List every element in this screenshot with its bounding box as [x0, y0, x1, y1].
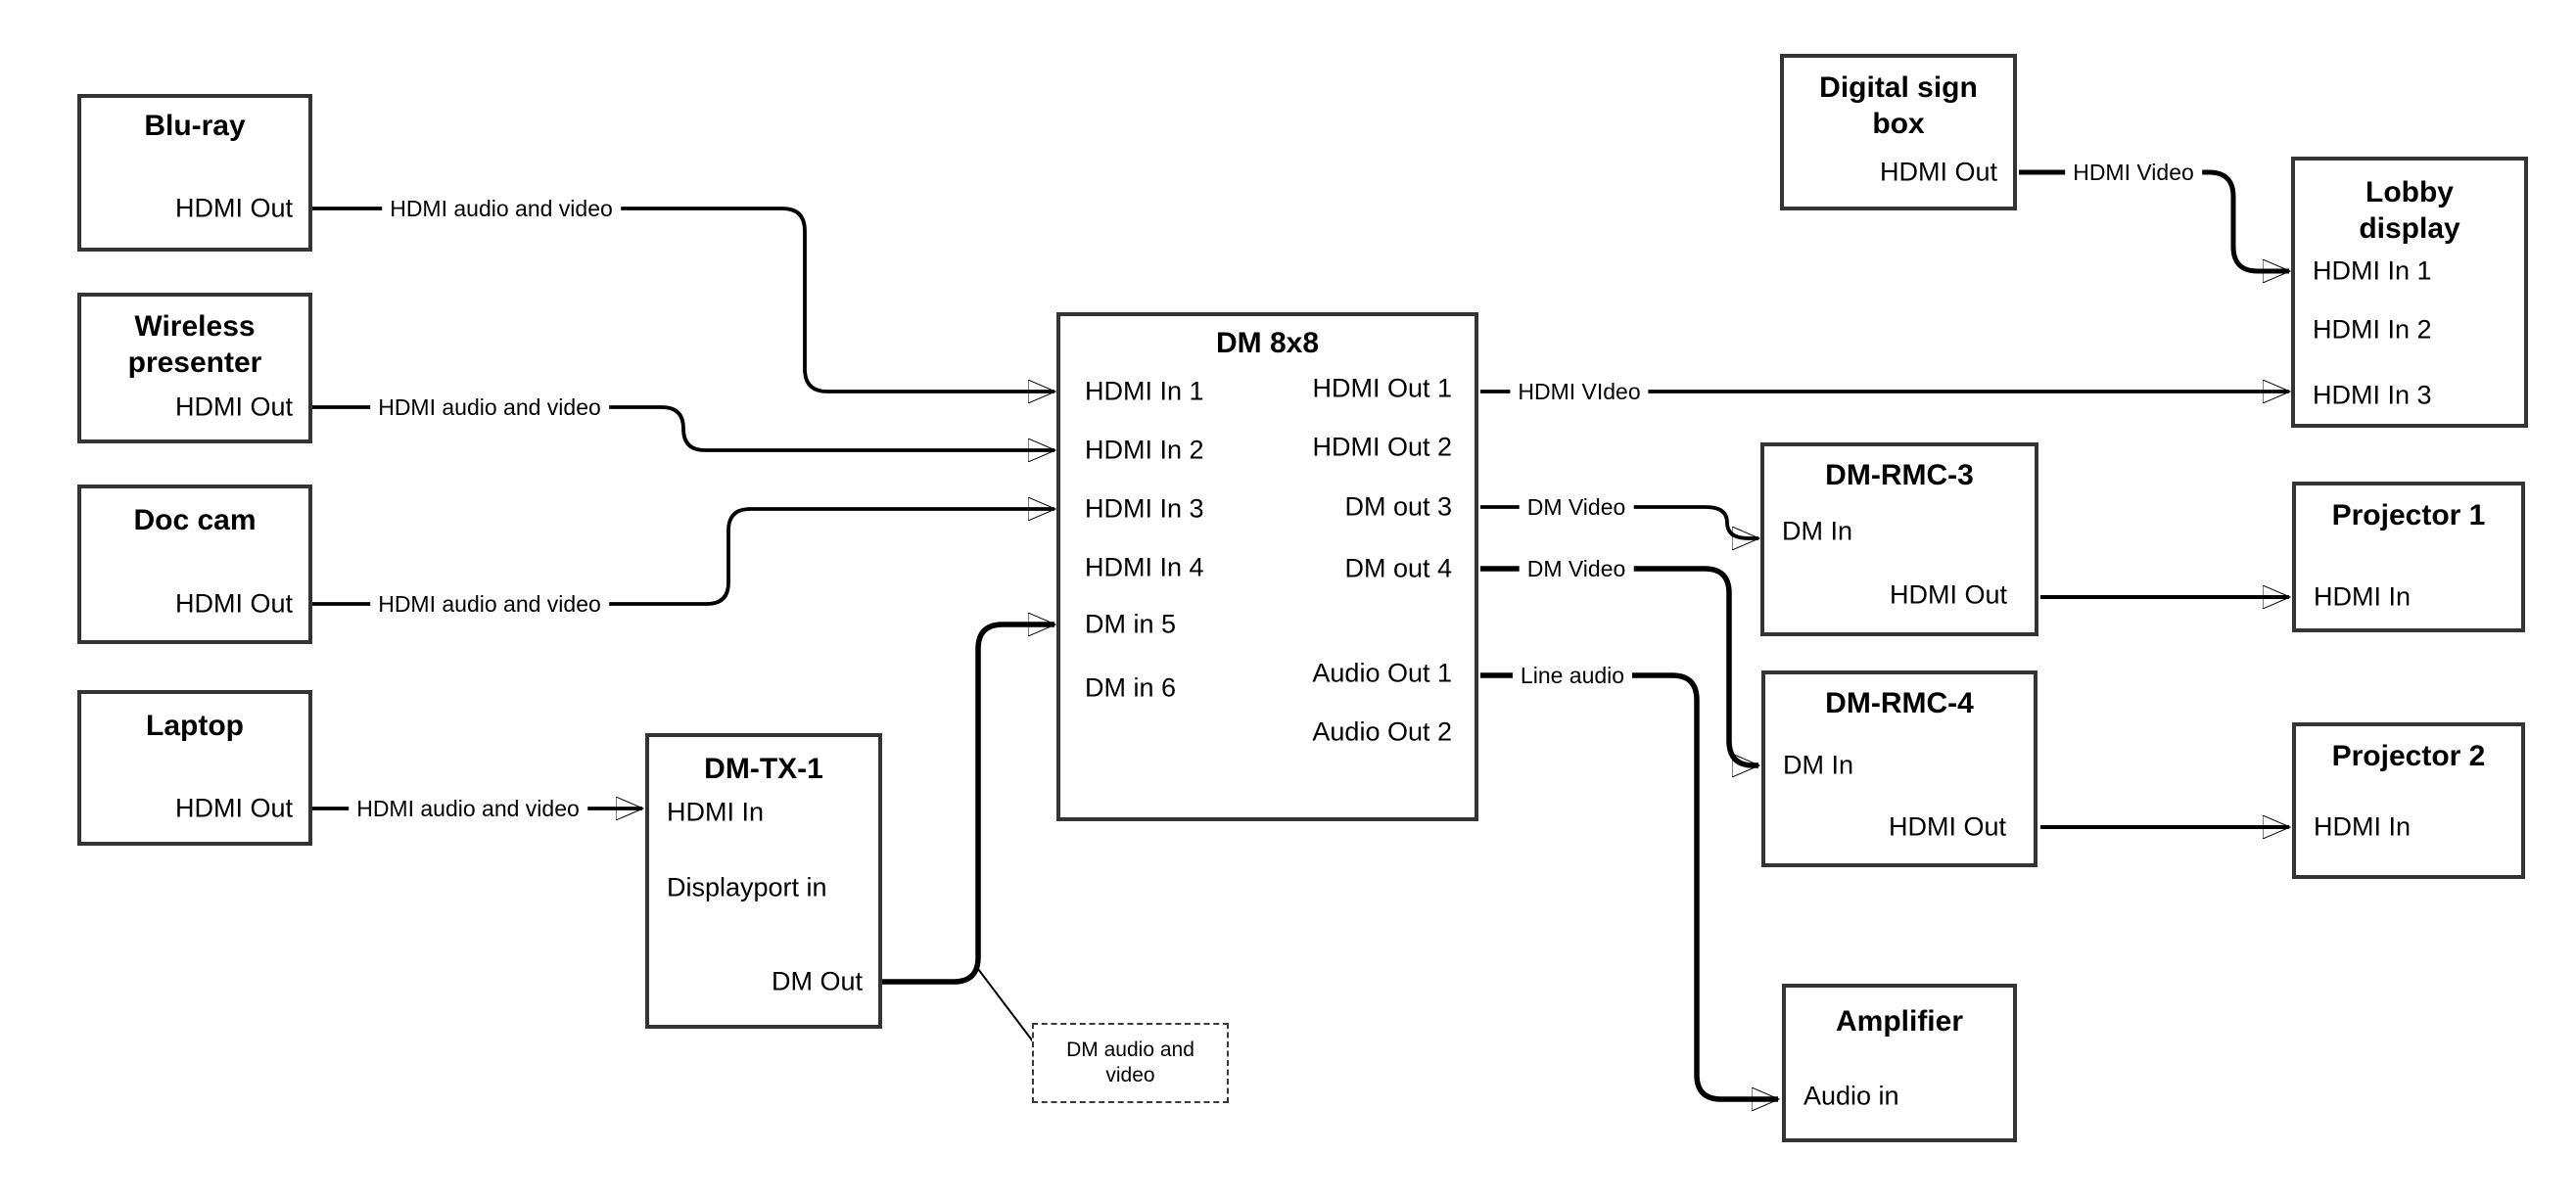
- dm-rmc-3-port-hdmi-out: HDMI Out: [1889, 579, 2007, 610]
- lobby-display-title: Lobby display: [2359, 176, 2460, 245]
- dm8x8-port-hdmi-in-4: HDMI In 4: [1085, 552, 1204, 582]
- laptop-port-hdmi-out: HDMI Out: [174, 793, 293, 823]
- connector-wireless-to-dm8x8-hdmi-in2: [312, 405, 1054, 450]
- wireless-presenter-port-hdmi-out: HDMI Out: [174, 392, 293, 422]
- connector-doccam-to-dm8x8-hdmi-in3: [312, 509, 1054, 606]
- dm8x8-port-dm-in-5: DM in 5: [1085, 609, 1177, 639]
- amplifier-port-audio-in: Audio in: [1803, 1081, 1899, 1111]
- projector-2-port-hdmi-in: HDMI In: [2314, 811, 2412, 842]
- dm8x8-port-hdmi-in-1: HDMI In 1: [1085, 376, 1204, 406]
- dm-rmc-4-node: DM-RMC-4 DM In HDMI Out: [1761, 670, 2037, 867]
- dm8x8-port-hdmi-out-2: HDMI Out 2: [1312, 432, 1452, 462]
- dm-audio-video-callout-text: DM audio and video: [1066, 1039, 1194, 1086]
- bluray-port-hdmi-out: HDMI Out: [174, 193, 293, 223]
- label-hdmiout1-to-lobby: HDMI VIdeo: [1510, 379, 1649, 404]
- projector-1-port-hdmi-in: HDMI In: [2314, 581, 2412, 612]
- label-dmout4-to-rmc4: DM Video: [1519, 556, 1634, 581]
- dm-audio-video-callout: DM audio and video: [1032, 1023, 1229, 1103]
- dm8x8-port-dm-out-3: DM out 3: [1344, 491, 1452, 522]
- connector-dm8x8-dmout3-to-rmc3-dm-in: [1480, 505, 1758, 538]
- dm-rmc-3-title: DM-RMC-3: [1825, 459, 1974, 491]
- doc-cam-title: Doc cam: [133, 504, 257, 536]
- dmtx1-port-displayport-in: Displayport in: [667, 872, 827, 902]
- dm-rmc-3-node: DM-RMC-3 DM In HDMI Out: [1760, 442, 2038, 636]
- label-bluray-to-dm8x8: HDMI audio and video: [382, 196, 621, 221]
- wireless-presenter-node: Wireless presenter HDMI Out: [77, 293, 312, 443]
- projector-2-node: Projector 2 HDMI In: [2292, 722, 2525, 879]
- dm8x8-port-audio-out-2: Audio Out 2: [1312, 716, 1452, 747]
- label-audioout1-to-amplifier: Line audio: [1512, 663, 1633, 688]
- dm8x8-port-hdmi-in-2: HDMI In 2: [1085, 435, 1204, 465]
- laptop-title: Laptop: [146, 710, 244, 742]
- label-doccam-to-dm8x8: HDMI audio and video: [370, 591, 609, 617]
- dm8x8-title: DM 8x8: [1215, 327, 1320, 359]
- laptop-node: Laptop HDMI Out: [77, 690, 312, 846]
- label-signbox-to-lobby: HDMI Video: [2065, 160, 2202, 185]
- lobby-display-port-hdmi-in-1: HDMI In 1: [2313, 255, 2432, 286]
- dm8x8-port-audio-out-1: Audio Out 1: [1312, 658, 1452, 688]
- doc-cam-port-hdmi-out: HDMI Out: [174, 588, 293, 619]
- dm-rmc-4-port-hdmi-out: HDMI Out: [1888, 811, 2006, 842]
- label-wireless-to-dm8x8: HDMI audio and video: [370, 394, 609, 420]
- dmtx1-title: DM-TX-1: [704, 753, 823, 785]
- dm8x8-port-hdmi-in-3: HDMI In 3: [1085, 493, 1204, 524]
- dm-rmc-4-title: DM-RMC-4: [1825, 687, 1974, 719]
- projector-2-title: Projector 2: [2331, 740, 2486, 772]
- lobby-display-port-hdmi-in-3: HDMI In 3: [2313, 380, 2432, 410]
- amplifier-node: Amplifier Audio in: [1782, 984, 2017, 1142]
- projector-1-title: Projector 1: [2331, 499, 2486, 531]
- connector-dm8x8-dmout4-to-rmc4-dm-in: [1480, 566, 1758, 765]
- lobby-display-node: Lobby display HDMI In 1 HDMI In 2 HDMI I…: [2291, 157, 2528, 428]
- label-dmout3-to-rmc3: DM Video: [1519, 494, 1634, 520]
- doc-cam-node: Doc cam HDMI Out: [77, 485, 312, 644]
- connector-dm8x8-audioout1-to-amplifier-audio-in: [1480, 672, 1778, 1099]
- callout-leader-line: [974, 964, 1037, 1046]
- dm8x8-port-dm-in-6: DM in 6: [1085, 672, 1177, 703]
- digital-sign-box-title: Digital sign box: [1819, 71, 1978, 140]
- dmtx1-port-dm-out: DM Out: [771, 966, 863, 996]
- label-laptop-to-dmtx1: HDMI audio and video: [349, 796, 587, 821]
- bluray-node: Blu-ray HDMI Out: [77, 94, 312, 252]
- dmtx1-port-hdmi-in: HDMI In: [667, 797, 765, 827]
- dm8x8-port-hdmi-out-1: HDMI Out 1: [1312, 373, 1452, 403]
- dm-rmc-4-port-dm-in: DM In: [1783, 750, 1854, 780]
- lobby-display-port-hdmi-in-2: HDMI In 2: [2313, 314, 2432, 345]
- dm-rmc-3-port-dm-in: DM In: [1782, 516, 1853, 546]
- amplifier-title: Amplifier: [1835, 1005, 1964, 1038]
- dm8x8-node: DM 8x8 HDMI In 1 HDMI In 2 HDMI In 3 HDM…: [1056, 312, 1478, 821]
- bluray-title: Blu-ray: [144, 110, 246, 142]
- connector-dmtx1-dmout-to-dm8x8-dm-in5: [882, 624, 1054, 985]
- digital-sign-box-node: Digital sign box HDMI Out: [1780, 54, 2017, 210]
- connector-bluray-to-dm8x8-hdmi-in1: [312, 207, 1054, 392]
- connector-signbox-to-lobby-hdmi-in1: [2019, 169, 2289, 271]
- wireless-presenter-title: Wireless presenter: [127, 310, 262, 379]
- projector-1-node: Projector 1 HDMI In: [2292, 482, 2525, 632]
- digital-sign-box-port-hdmi-out: HDMI Out: [1879, 157, 1997, 187]
- dm8x8-port-dm-out-4: DM out 4: [1344, 553, 1452, 583]
- dmtx1-node: DM-TX-1 HDMI In Displayport in DM Out: [645, 733, 882, 1029]
